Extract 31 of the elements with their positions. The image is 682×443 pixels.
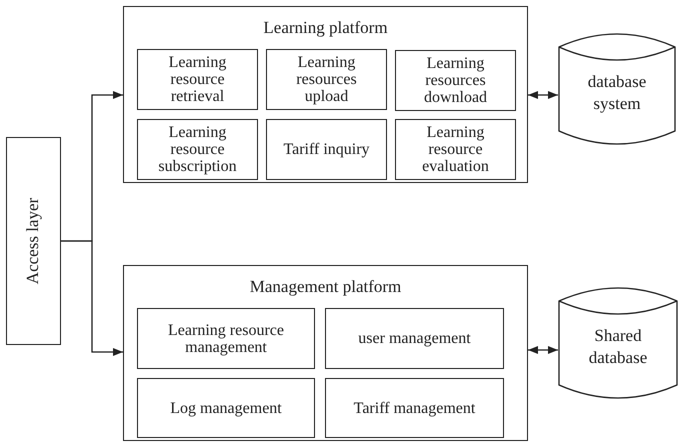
module-label: Tariff inquiry — [282, 141, 371, 158]
database-label: Shared database — [588, 325, 648, 369]
module-box — [137, 378, 315, 438]
database-label: database system — [586, 71, 648, 115]
module-box — [325, 308, 504, 369]
module-label: user management — [357, 330, 472, 347]
platform-box — [123, 265, 528, 441]
module-label: Access layer — [24, 198, 44, 284]
platform-title: Learning platform — [263, 18, 388, 38]
module-box — [325, 378, 504, 438]
module-label: Learning resources download — [422, 55, 488, 106]
connector-arrow — [528, 346, 558, 354]
layer-box — [6, 137, 61, 345]
module-box — [395, 119, 516, 180]
module-box — [137, 119, 258, 180]
module-box — [266, 49, 387, 110]
module-label: Learning resource retrieval — [168, 54, 228, 105]
connector-arrow — [528, 91, 558, 99]
module-label: Learning resource management — [167, 322, 285, 356]
module-label: Learning resources upload — [295, 54, 358, 105]
module-label: Tariff management — [352, 400, 476, 416]
platform-title: Management platform — [250, 277, 402, 297]
module-label: Learning resource evaluation — [421, 124, 490, 175]
module-label: Log management — [169, 400, 283, 416]
platform-box — [123, 6, 528, 183]
module-label: Learning resource subscription — [157, 124, 238, 175]
module-box — [137, 308, 315, 369]
connector-arrow — [61, 240, 123, 356]
module-box — [266, 119, 387, 180]
module-box — [395, 50, 516, 111]
module-box — [137, 49, 258, 110]
